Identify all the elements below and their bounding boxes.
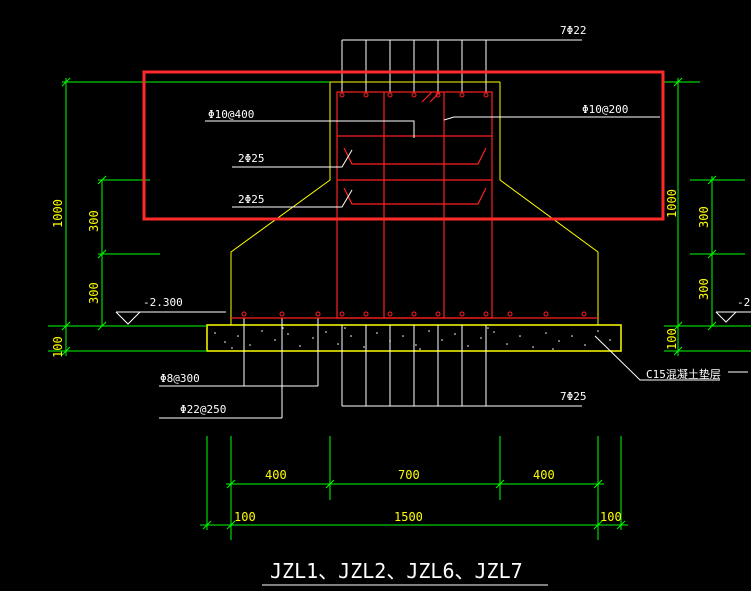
bottom-right-dim: 400 xyxy=(533,468,555,482)
right-upper-dim: 300 xyxy=(697,206,711,228)
drawing-title: JZL1、JZL2、JZL6、JZL7 xyxy=(270,559,523,583)
left-base-dim: 100 xyxy=(51,336,65,358)
rebar-annotation-leaders xyxy=(205,116,660,208)
left-total-dim: 1000 xyxy=(51,199,65,228)
top-bar-leaders xyxy=(341,39,582,92)
right-total-dim: 1000 xyxy=(665,189,679,218)
rebar-dots xyxy=(241,92,587,317)
right-dimensions xyxy=(664,77,751,356)
slab-main-label: Φ22@250 xyxy=(180,403,226,416)
left-lower-dim: 300 xyxy=(87,282,101,304)
bottom-dimensions xyxy=(200,436,628,540)
bottom-overall-mid-dim: 1500 xyxy=(394,510,423,524)
slab-leaders xyxy=(159,318,319,419)
bottom-mid-dim: 700 xyxy=(398,468,420,482)
right-base-dim: 100 xyxy=(665,328,679,350)
elevation-symbol-right xyxy=(715,311,751,323)
cushion-leader xyxy=(594,335,748,381)
bottom-bar-leaders xyxy=(341,325,582,407)
side-bars-label-1: 2Φ25 xyxy=(238,152,265,165)
bottom-left-dim: 400 xyxy=(265,468,287,482)
rebar-cage xyxy=(231,91,598,319)
stirrup-left-label: Φ10@400 xyxy=(208,108,254,121)
slab-dist-label: Φ8@300 xyxy=(160,372,200,385)
left-upper-dim: 300 xyxy=(87,210,101,232)
elevation-left-label: -2.300 xyxy=(143,296,183,309)
right-lower-dim: 300 xyxy=(697,278,711,300)
beam-outline xyxy=(230,81,599,325)
highlight-box xyxy=(142,70,665,221)
stirrup-right-label: Φ10@200 xyxy=(582,103,628,116)
side-bars-label-2: 2Φ25 xyxy=(238,193,265,206)
top-bars-label: 7Φ22 xyxy=(560,24,587,37)
elevation-symbol-left xyxy=(115,311,226,325)
left-dimensions xyxy=(48,77,330,356)
bottom-bars-label: 7Φ25 xyxy=(560,390,587,403)
bottom-overall-right-dim: 100 xyxy=(600,510,622,524)
cushion-label: C15混凝土垫层 xyxy=(646,367,721,381)
bottom-overall-left-dim: 100 xyxy=(234,510,256,524)
elevation-right-label: -2 xyxy=(737,296,750,309)
